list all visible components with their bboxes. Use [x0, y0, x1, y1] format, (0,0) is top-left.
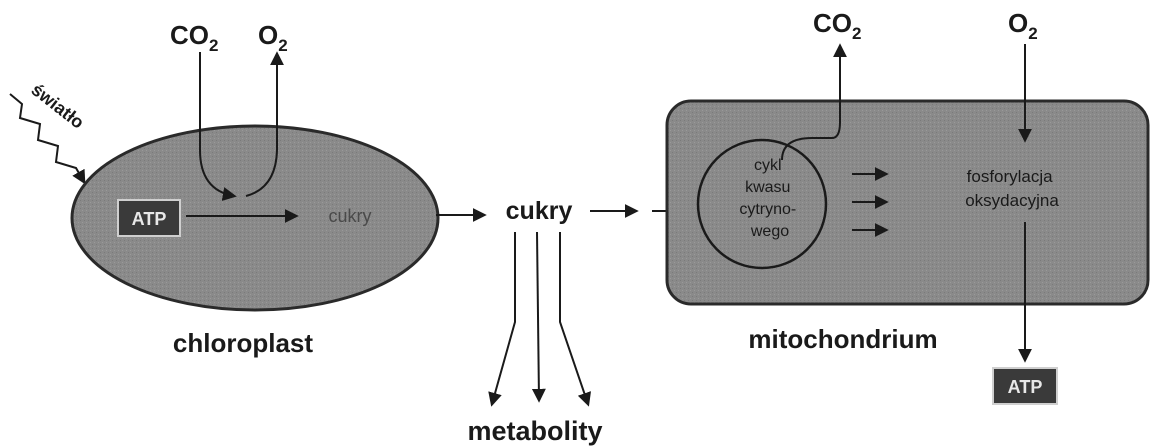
- chloroplast-atp-label: ATP: [132, 209, 167, 229]
- mitochondrion-o2-label: O2: [1008, 8, 1038, 43]
- sugars-to-metabolites-arrow-left: [492, 232, 515, 404]
- sugars-to-metabolites-arrow-middle: [537, 232, 539, 400]
- sugars-to-metabolites-arrow-right: [560, 232, 588, 404]
- mitochondrion-label: mitochondrium: [748, 324, 937, 354]
- cytoplasm-sugars-label: cukry: [506, 197, 573, 225]
- light-label: światło: [28, 79, 88, 132]
- mitochondrion-atp-label: ATP: [1008, 377, 1043, 397]
- metabolites-label: metabolity: [467, 416, 602, 446]
- chloroplast-co2-label: CO2: [170, 20, 218, 55]
- chloroplast-o2-label: O2: [258, 20, 288, 55]
- chloroplast-sugars-label: cukry: [328, 206, 371, 226]
- chloroplast-label: chloroplast: [173, 328, 313, 358]
- mitochondrion-co2-label: CO2: [813, 8, 861, 43]
